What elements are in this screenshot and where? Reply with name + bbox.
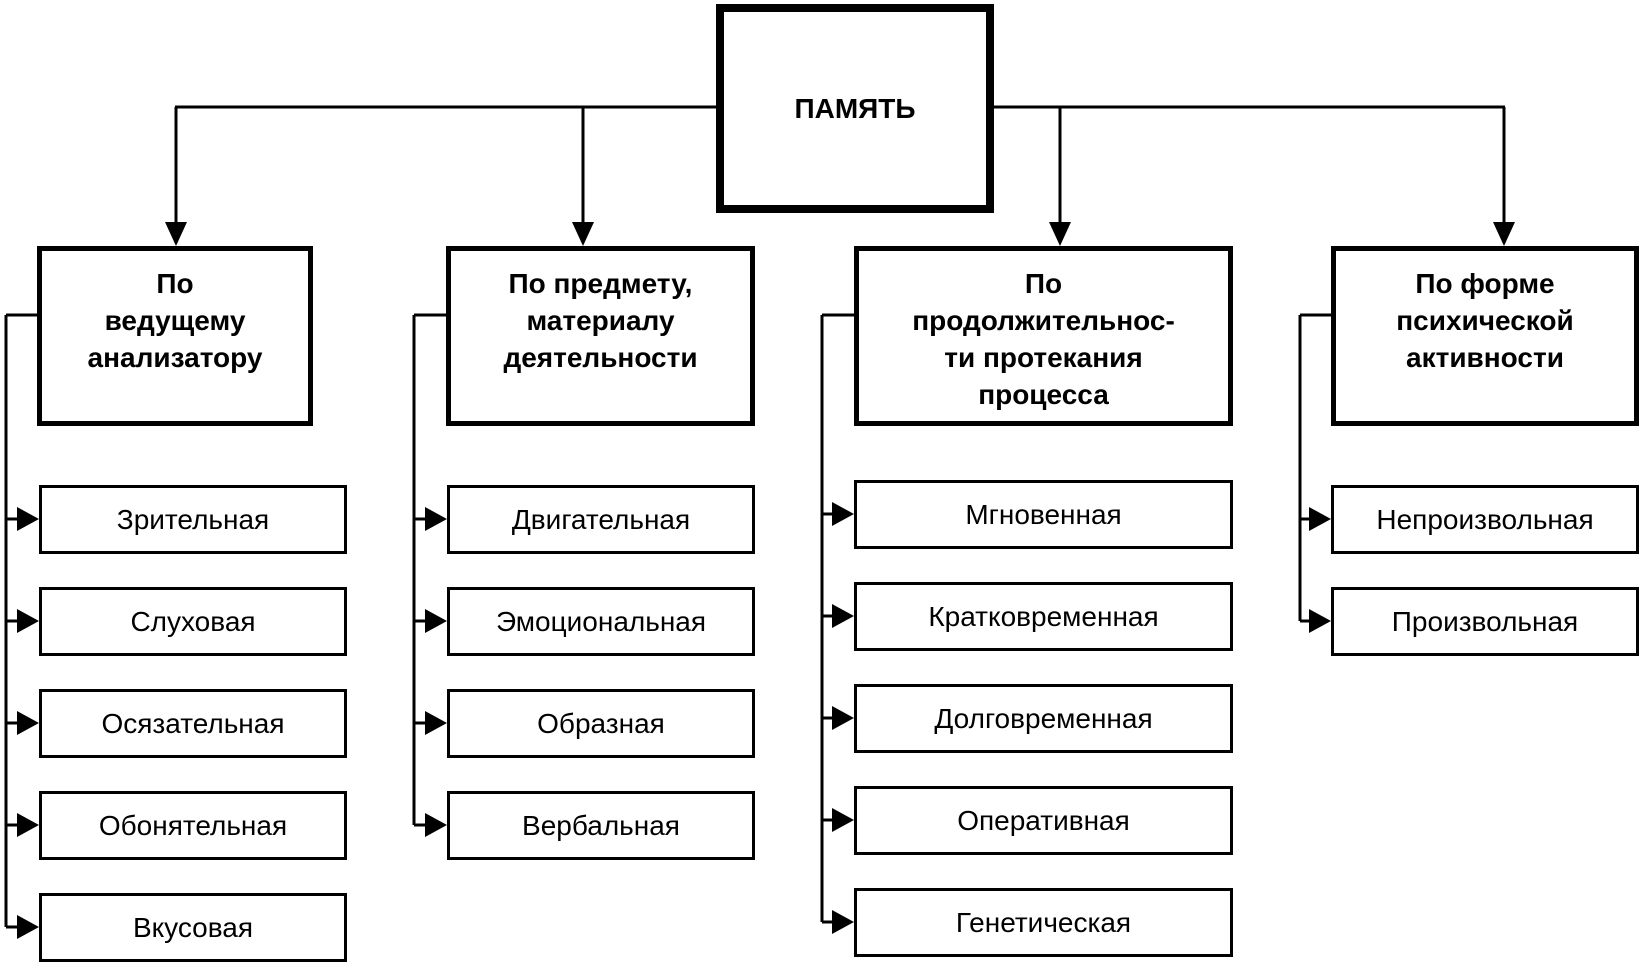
leaf-label: Двигательная: [511, 503, 691, 535]
leaf-involuntary: Непроизвольная: [1331, 485, 1639, 554]
leaf-tactile: Осязательная: [39, 689, 347, 758]
arrow-right-icon: [832, 604, 854, 628]
leaf-label: Кратковременная: [928, 600, 1159, 632]
arrow-right-icon: [17, 915, 39, 939]
leaf-olfactory: Обонятельная: [39, 791, 347, 860]
leaf-label: Обонятельная: [98, 809, 288, 841]
arrow-right-icon: [832, 502, 854, 526]
leaf-voluntary: Произвольная: [1331, 587, 1639, 656]
leaf-label: Образная: [537, 707, 665, 739]
leaf-label: Непроизвольная: [1376, 503, 1594, 535]
category-by-analyzer: По ведущему анализатору: [37, 246, 313, 426]
arrow-right-icon: [832, 808, 854, 832]
leaf-visual: Зрительная: [39, 485, 347, 554]
arrow-down-icon: [1493, 222, 1515, 246]
leaf-label: Мгновенная: [965, 498, 1122, 530]
arrow-down-icon: [165, 222, 187, 246]
leaf-emotional: Эмоциональная: [447, 587, 755, 656]
arrow-down-icon: [572, 222, 594, 246]
arrow-right-icon: [832, 910, 854, 934]
leaf-label: Оперативная: [957, 804, 1130, 836]
leaf-label: Вербальная: [522, 809, 680, 841]
category-by-activity-form: По форме психической активности: [1331, 246, 1639, 426]
leaf-label: Зрительная: [116, 503, 270, 535]
arrow-right-icon: [17, 507, 39, 531]
arrow-right-icon: [425, 507, 447, 531]
leaf-label: Осязательная: [101, 707, 285, 739]
arrow-right-icon: [425, 711, 447, 735]
arrow-right-icon: [425, 813, 447, 837]
root-label: ПАМЯТЬ: [794, 92, 916, 124]
category-by-material: По предмету, материалу деятельности: [446, 246, 755, 426]
arrow-right-icon: [17, 609, 39, 633]
category-label: По ведущему анализатору: [87, 268, 263, 373]
category-label: По продолжительнос- ти протекания процес…: [912, 268, 1175, 410]
leaf-gustatory: Вкусовая: [39, 893, 347, 962]
arrow-right-icon: [17, 813, 39, 837]
leaf-operative: Оперативная: [854, 786, 1233, 855]
leaf-figurative: Образная: [447, 689, 755, 758]
leaf-instant: Мгновенная: [854, 480, 1233, 549]
leaf-label: Произвольная: [1391, 605, 1579, 637]
leaf-motor: Двигательная: [447, 485, 755, 554]
leaf-label: Генетическая: [955, 906, 1132, 938]
leaf-label: Эмоциональная: [495, 605, 707, 637]
leaf-short-term: Кратковременная: [854, 582, 1233, 651]
arrow-right-icon: [1309, 609, 1331, 633]
arrow-down-icon: [1049, 222, 1071, 246]
arrow-right-icon: [17, 711, 39, 735]
root-node-memory: ПАМЯТЬ: [716, 4, 994, 213]
arrow-right-icon: [1309, 507, 1331, 531]
leaf-auditory: Слуховая: [39, 587, 347, 656]
category-label: По предмету, материалу деятельности: [503, 268, 698, 373]
category-by-duration: По продолжительнос- ти протекания процес…: [854, 246, 1233, 426]
leaf-long-term: Долговременная: [854, 684, 1233, 753]
leaf-genetic: Генетическая: [854, 888, 1233, 957]
arrow-right-icon: [832, 706, 854, 730]
leaf-label: Слуховая: [130, 605, 256, 637]
arrow-right-icon: [425, 609, 447, 633]
leaf-label: Вкусовая: [132, 911, 254, 943]
category-label: По форме психической активности: [1396, 268, 1574, 373]
leaf-label: Долговременная: [934, 702, 1153, 734]
leaf-verbal: Вербальная: [447, 791, 755, 860]
